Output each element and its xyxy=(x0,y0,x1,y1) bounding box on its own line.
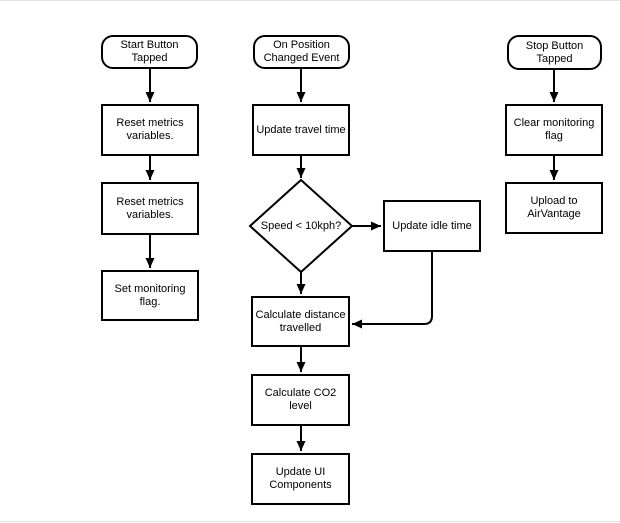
node-reset-metrics-2: Reset metrics variables. xyxy=(101,182,199,235)
edge-idletime-to-distance xyxy=(352,252,433,329)
node-calculate-distance: Calculate distance travelled xyxy=(251,296,350,347)
node-reset-metrics-1: Reset metrics variables. xyxy=(101,104,199,156)
page-border-bottom xyxy=(0,521,620,522)
node-calculate-co2: Calculate CO2 level xyxy=(251,374,350,426)
node-start-terminator: Start Button Tapped xyxy=(101,35,198,69)
node-position-changed-terminator: On Position Changed Event xyxy=(253,35,350,69)
node-update-ui-components: Update UI Components xyxy=(251,453,350,505)
node-clear-monitoring-flag: Clear monitoring flag xyxy=(505,104,603,156)
node-update-travel-time: Update travel time xyxy=(252,104,350,156)
page-border-top xyxy=(0,0,620,1)
node-set-monitoring-flag: Set monitoring flag. xyxy=(101,270,199,321)
node-upload-airvantage: Upload to AirVantage xyxy=(505,182,603,234)
decision-diamond-shape xyxy=(248,178,354,274)
node-stop-terminator: Stop Button Tapped xyxy=(507,35,602,70)
node-update-idle-time: Update idle time xyxy=(383,200,481,252)
node-speed-decision-label: Speed < 10kph? xyxy=(260,220,342,232)
